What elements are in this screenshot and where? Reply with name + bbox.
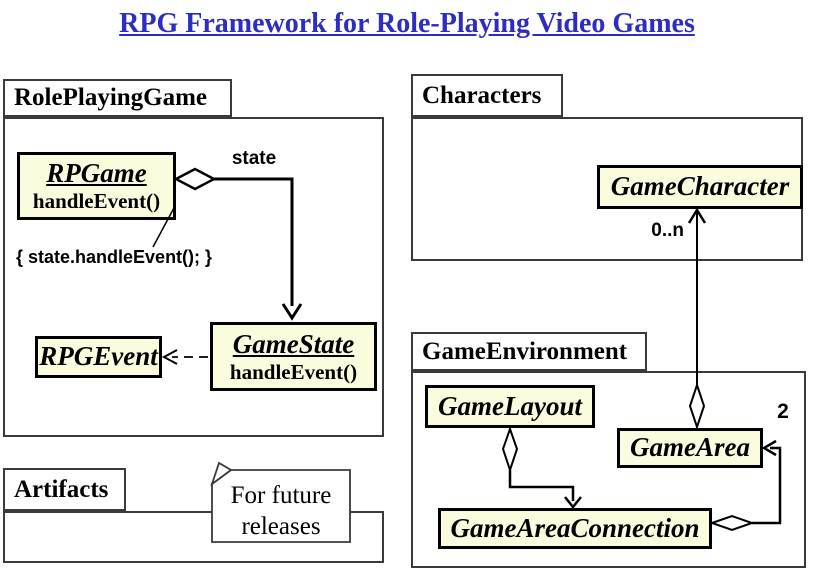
class-method-gamestate: handleEvent() [229,359,358,384]
class-method-rpgame: handleEvent() [32,189,161,214]
package-label-roleplayinggame: RolePlayingGame [14,84,208,111]
page-title: RPG Framework for Role-Playing Video Gam… [119,8,695,39]
class-name-rpgevent: RPGEvent [39,341,158,372]
association-label-state: state [231,148,277,169]
package-tab-characters: Characters [411,74,563,117]
class-gameareaconnection: GameAreaConnection [438,508,712,549]
note-text: For future releases [230,482,332,540]
class-gamelayout: GameLayout [425,385,595,428]
class-gamestate: GameState handleEvent() [210,322,377,391]
class-gamecharacter: GameCharacter [597,165,803,209]
class-name-gameareaconnection: GameAreaConnection [450,512,700,543]
class-name-gamecharacter: GameCharacter [610,171,790,202]
class-gamearea: GameArea [617,428,763,468]
multiplicity-0n-label: 0..n [651,220,684,241]
package-label-gameenvironment: GameEnvironment [422,337,628,365]
package-tab-roleplayinggame: RolePlayingGame [3,79,232,117]
package-tab-gameenvironment: GameEnvironment [411,332,647,371]
class-name-gamelayout: GameLayout [438,390,582,421]
multiplicity-2-label: 2 [777,400,789,423]
class-rpgevent: RPGEvent [35,336,162,378]
package-tab-artifacts: Artifacts [3,468,126,511]
class-name-gamestate: GameState [232,328,355,359]
package-label-artifacts: Artifacts [14,475,109,503]
class-name-rpgame: RPGame [46,158,147,189]
code-note-label: { state.handleEvent(); } [16,247,213,267]
class-rpgame: RPGame handleEvent() [17,152,176,220]
class-name-gamearea: GameArea [630,432,750,463]
package-label-characters: Characters [422,81,542,109]
